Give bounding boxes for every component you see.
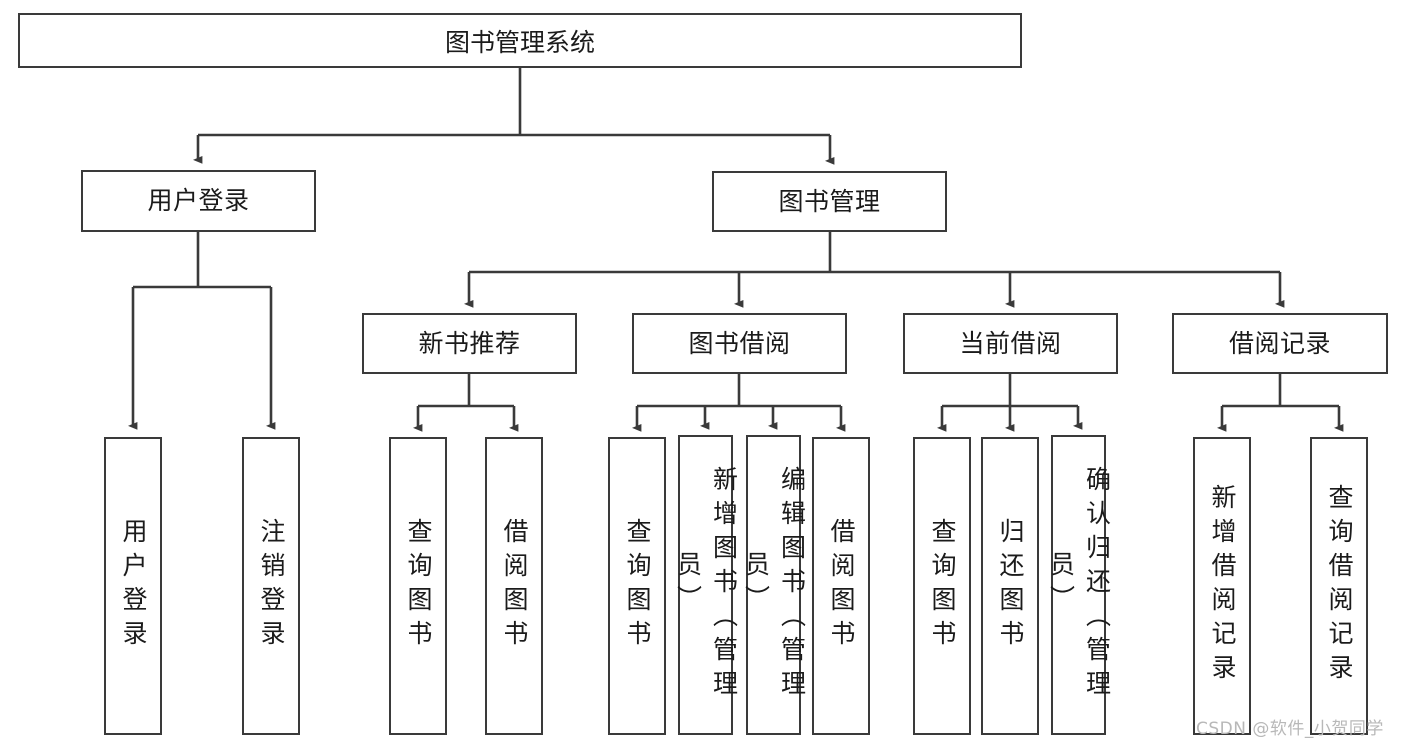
node-root-system[interactable]: 图书管理系统 <box>18 13 1022 68</box>
leaf-borrow-edit-book-admin[interactable]: 编辑图书（管理员） <box>742 435 807 735</box>
node-label: 用户登录 <box>147 186 250 216</box>
node-new-book-recommend[interactable]: 新书推荐 <box>362 313 577 374</box>
leaf-recommend-borrow-book[interactable]: 借阅图书 <box>485 437 543 735</box>
node-label: 查询借阅记录 <box>1325 484 1354 688</box>
leaf-borrow-query-book[interactable]: 查询图书 <box>608 437 666 735</box>
node-label: 归还图书 <box>996 518 1025 654</box>
leaf-current-confirm-return-admin[interactable]: 确认归还（管理员） <box>1047 435 1112 735</box>
node-label: 图书管理系统 <box>444 27 595 57</box>
node-label: 查询图书 <box>623 518 652 654</box>
node-label: 注销登录 <box>257 518 286 654</box>
node-label: 新增图书（管理员） <box>673 466 739 704</box>
node-label: 查询图书 <box>404 518 433 654</box>
node-label: 图书借阅 <box>688 328 791 358</box>
node-label: 新增借阅记录 <box>1208 484 1237 688</box>
leaf-recommend-query-book[interactable]: 查询图书 <box>389 437 447 735</box>
leaf-user-login-login[interactable]: 用户登录 <box>104 437 162 735</box>
node-label: 编辑图书（管理员） <box>741 466 807 704</box>
leaf-current-return-book[interactable]: 归还图书 <box>981 437 1039 735</box>
leaf-current-query-book[interactable]: 查询图书 <box>913 437 971 735</box>
node-label: 确认归还（管理员） <box>1046 466 1112 704</box>
node-borrow-record[interactable]: 借阅记录 <box>1172 313 1388 374</box>
csdn-watermark: CSDN @软件_小贺同学 <box>1196 719 1384 739</box>
node-book-borrow[interactable]: 图书借阅 <box>632 313 847 374</box>
node-label: 查询图书 <box>928 518 957 654</box>
node-label: 借阅图书 <box>827 518 856 654</box>
node-book-management[interactable]: 图书管理 <box>712 171 947 232</box>
leaf-user-login-logout[interactable]: 注销登录 <box>242 437 300 735</box>
leaf-record-add-record[interactable]: 新增借阅记录 <box>1193 437 1251 735</box>
leaf-record-query-record[interactable]: 查询借阅记录 <box>1310 437 1368 735</box>
node-label: 借阅图书 <box>500 518 529 654</box>
node-label: 当前借阅 <box>959 328 1062 358</box>
node-label: 用户登录 <box>119 518 148 654</box>
node-label: 新书推荐 <box>418 328 521 358</box>
leaf-borrow-borrow-book[interactable]: 借阅图书 <box>812 437 870 735</box>
leaf-borrow-add-book-admin[interactable]: 新增图书（管理员） <box>674 435 739 735</box>
node-label: 借阅记录 <box>1228 328 1331 358</box>
node-user-login[interactable]: 用户登录 <box>81 170 316 232</box>
node-label: 图书管理 <box>778 186 881 216</box>
node-current-borrow[interactable]: 当前借阅 <box>903 313 1118 374</box>
